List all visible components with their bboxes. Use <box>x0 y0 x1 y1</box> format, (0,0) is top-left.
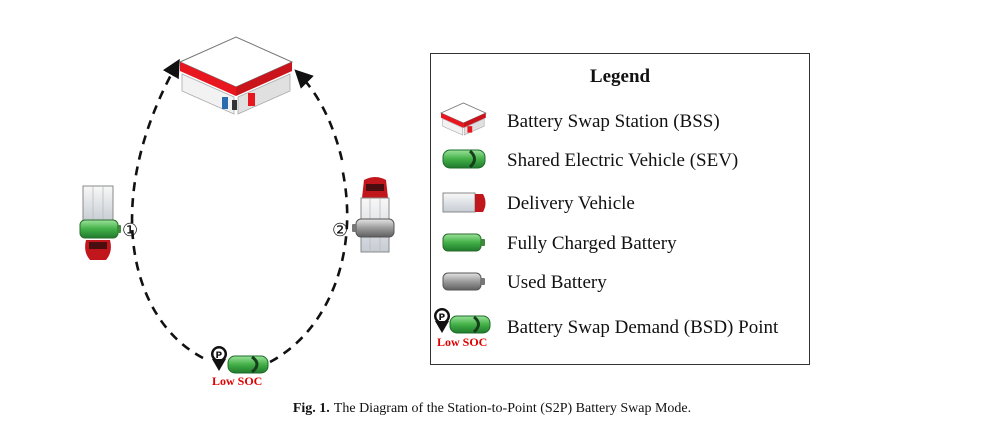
delivery-vehicle-icon <box>82 185 114 260</box>
legend-icon-full-battery <box>442 233 485 252</box>
step-2-label: ② <box>332 220 348 241</box>
legend-icon-delivery-vehicle <box>442 192 486 213</box>
route-arrow-top-right <box>294 69 344 161</box>
battery-swap-station-icon <box>178 36 294 115</box>
figure-caption: Fig. 1.The Diagram of the Station-to-Poi… <box>0 401 984 417</box>
parking-glyph: P <box>216 351 223 361</box>
bsd-point-icon: P <box>211 346 227 371</box>
delivery-vehicle-icon <box>360 177 390 253</box>
fully-charged-battery-icon <box>79 219 121 239</box>
shared-electric-vehicle-icon <box>227 355 269 374</box>
legend-icon-bss <box>440 102 487 136</box>
legend-label-bsd-point: Battery Swap Demand (BSD) Point <box>507 317 779 338</box>
legend-label-sev: Shared Electric Vehicle (SEV) <box>507 150 739 171</box>
route-arrow-left <box>130 58 204 360</box>
legend-label-full-battery: Fully Charged Battery <box>507 233 677 254</box>
route-arrow-right <box>269 167 349 364</box>
legend-label-used-battery: Used Battery <box>507 272 607 293</box>
legend-parking-glyph: P <box>439 313 446 323</box>
used-battery-icon <box>352 218 395 238</box>
step-1-label: ① <box>122 220 138 241</box>
bsd-low-soc-label: Low SOC <box>212 374 262 388</box>
legend-icon-used-battery <box>442 272 485 291</box>
legend-label-delivery-vehicle: Delivery Vehicle <box>507 193 635 214</box>
legend-title: Legend <box>589 66 651 87</box>
figure-label: Fig. 1. <box>292 401 330 416</box>
legend-icon-bsd-point: P Low SOC <box>434 308 491 349</box>
route-path <box>130 58 349 364</box>
legend-label-bss: Battery Swap Station (BSS) <box>507 111 720 132</box>
figure-caption-text: The Diagram of the Station-to-Point (S2P… <box>333 401 692 416</box>
legend-icon-sev <box>442 149 486 169</box>
legend: Legend Battery Swap Station (BSS) Shared… <box>430 53 810 365</box>
legend-low-soc-label: Low SOC <box>437 335 487 349</box>
